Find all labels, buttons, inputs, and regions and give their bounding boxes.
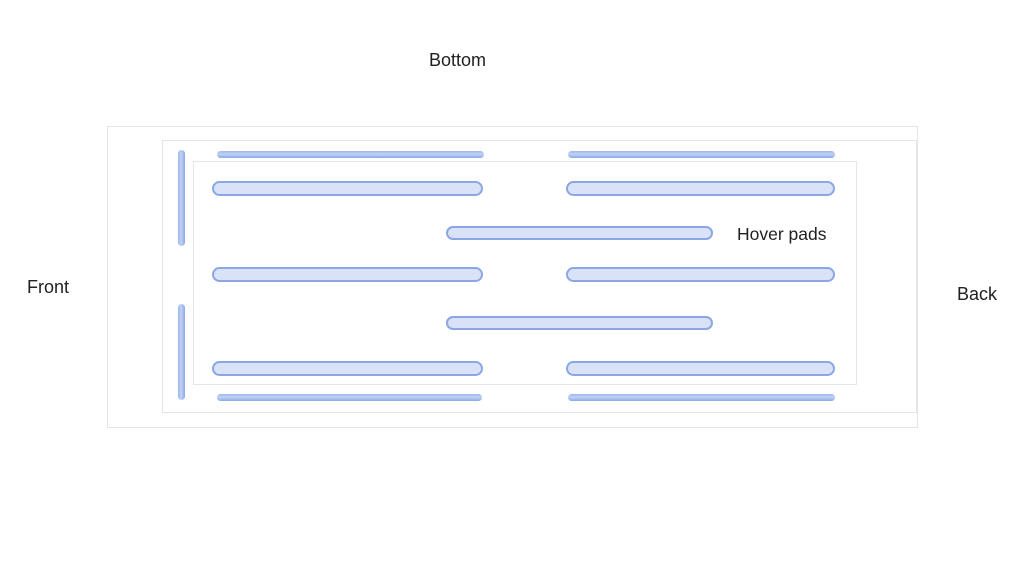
hover-pad — [568, 394, 835, 401]
hover-pad — [217, 151, 484, 158]
hover-pad — [568, 151, 835, 158]
hover-pad — [178, 304, 185, 400]
hover-pad — [217, 394, 482, 401]
inner-frame — [162, 140, 917, 413]
hover-pad — [178, 150, 185, 246]
bottom-view-label: Bottom — [429, 50, 487, 70]
back-side-label: Back — [957, 284, 998, 304]
pad-area-frame — [193, 161, 857, 385]
front-side-label: Front — [27, 277, 70, 297]
hover-pad — [446, 316, 713, 330]
hover-pad — [566, 267, 835, 282]
hover-pad — [446, 226, 713, 240]
hover-pads-annotation: Hover pads — [737, 224, 827, 244]
hover-pad — [212, 361, 483, 376]
hover-pad — [566, 181, 835, 196]
hover-pad — [212, 267, 483, 282]
hover-pad — [212, 181, 483, 196]
hover-pad — [566, 361, 835, 376]
outer-frame — [107, 126, 918, 428]
